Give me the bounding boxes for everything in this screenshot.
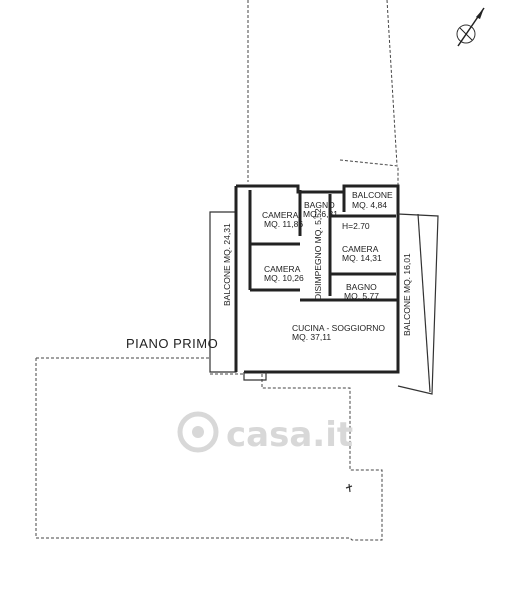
watermark-logo-icon xyxy=(177,411,219,453)
room-name-camera-2: CAMERA xyxy=(342,244,379,254)
property-boundary-top xyxy=(247,0,399,210)
height-label: H=2.70 xyxy=(342,221,370,231)
room-area-camera-1: MQ. 11,86 xyxy=(264,219,303,229)
vertical-label-balcone-left: BALCONE MQ. 24,31 xyxy=(222,223,232,306)
north-arrow-icon xyxy=(456,7,485,47)
vertical-label-balcone-right: BALCONE MQ. 16,01 xyxy=(402,253,412,336)
apartment-walls xyxy=(209,184,439,395)
room-area-camera-2: MQ. 14,31 xyxy=(342,253,382,263)
vertical-label-disimpegno: DISIMPEGNO MQ. 5,52 xyxy=(313,208,323,300)
room-name-cucina-soggiorno: CUCINA - SOGGIORNO xyxy=(292,323,385,333)
room-name-camera-3: CAMERA xyxy=(264,264,301,274)
room-area-bagno-1: MQ. 6,31 xyxy=(303,209,338,219)
room-name-bagno-1: BAGNO xyxy=(304,200,335,210)
room-area-bagno-2: MQ. 5,77 xyxy=(344,291,379,301)
room-area-cucina-soggiorno: MQ. 37,11 xyxy=(292,332,331,342)
floor-title: PIANO PRIMO xyxy=(126,336,218,351)
watermark-text: casa.it xyxy=(226,415,353,455)
room-name-camera-1: CAMERA xyxy=(262,210,299,220)
room-name-balcone-1: BALCONE xyxy=(352,190,393,200)
room-area-balcone-1: MQ. 4,84 xyxy=(352,200,387,210)
room-name-bagno-2: BAGNO xyxy=(346,282,377,292)
stair-marks xyxy=(345,483,353,493)
room-area-camera-3: MQ. 10,26 xyxy=(264,273,304,283)
